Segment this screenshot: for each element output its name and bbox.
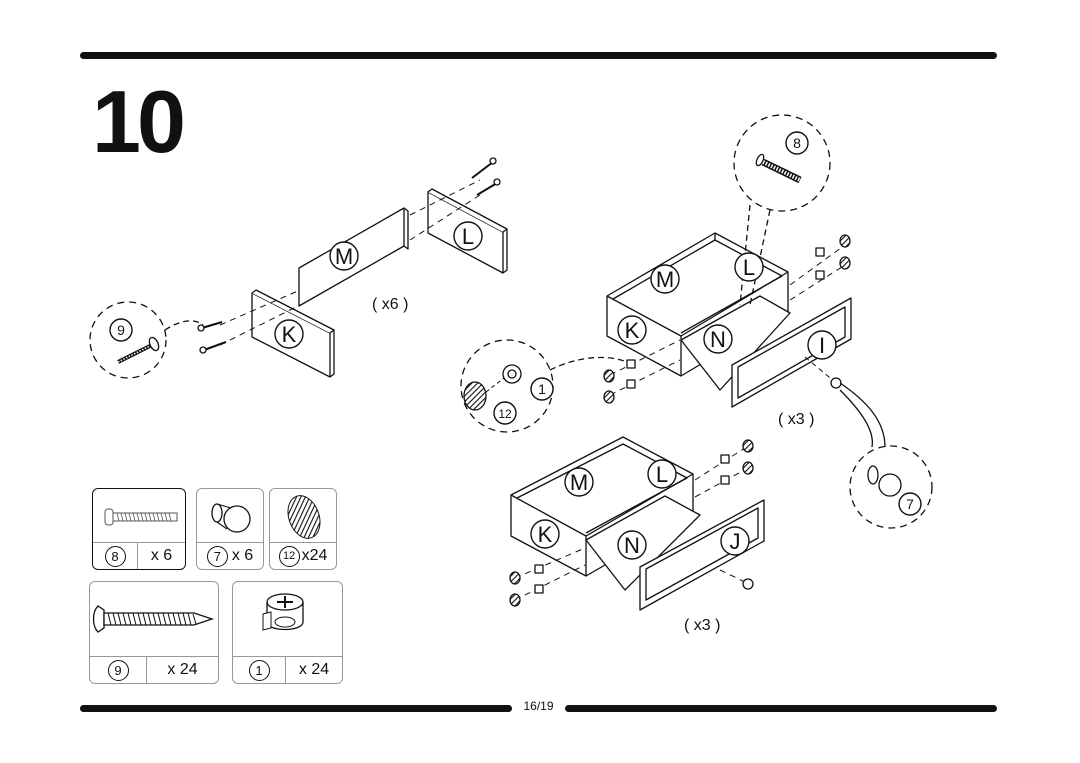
lower-k-label: K <box>538 522 553 547</box>
cam-lock-icon <box>262 593 304 631</box>
screw-9-callout <box>89 301 204 379</box>
panel-i-label: I <box>819 333 825 358</box>
upper-n-label: N <box>710 327 726 352</box>
lower-l-label: L <box>656 462 668 487</box>
wood-screw-icon <box>92 605 215 633</box>
lower-drawer-quantity: ( x3 ) <box>684 617 720 634</box>
lower-n-label: N <box>624 533 640 558</box>
panel-k-label: K <box>282 322 297 347</box>
part-7-box: 7 x 6 <box>196 488 264 570</box>
part-9-id: 9 <box>107 659 129 681</box>
callout-9-number: 9 <box>117 322 125 338</box>
part-8-box: 8 x 6 <box>92 488 186 570</box>
step-number: 10 <box>92 72 186 171</box>
part-1-qty: x 24 <box>286 656 342 683</box>
part-7-qty: x 6 <box>231 547 254 564</box>
part-8-id: 8 <box>104 545 126 567</box>
part-12-qty: x24 <box>301 547 328 564</box>
bottom-rule-left <box>80 705 512 712</box>
part-1-id: 1 <box>248 659 270 681</box>
side-panels-explode <box>197 157 508 378</box>
panel-l-label: L <box>462 224 474 249</box>
part-7-id: 7 <box>206 545 228 567</box>
lower-m-label: M <box>570 470 588 495</box>
callout-8-number: 8 <box>793 135 801 151</box>
upper-drawer-quantity: ( x3 ) <box>778 411 814 428</box>
knob-icon <box>211 503 251 533</box>
knob-7-callout <box>839 382 933 529</box>
part-8-qty: x 6 <box>138 542 185 569</box>
part-12-id: 12 <box>278 545 300 567</box>
page-number: 16/19 <box>523 699 554 713</box>
machine-screw-icon <box>104 508 178 526</box>
part-9-qty: x 24 <box>147 656 218 683</box>
part-12-box: 12 x24 <box>269 488 337 570</box>
panel-m-label: M <box>335 244 353 269</box>
part-1-box: 1 x 24 <box>232 581 343 684</box>
callout-1-number: 1 <box>538 381 546 397</box>
part-9-box: 9 x 24 <box>89 581 219 684</box>
sides-quantity: ( x6 ) <box>372 296 408 313</box>
top-rule <box>80 52 997 59</box>
bottom-rule-right <box>565 705 997 712</box>
screw-8-callout <box>733 114 831 306</box>
panel-j-label: J <box>730 529 741 554</box>
upper-k-label: K <box>625 318 640 343</box>
cover-cap-icon <box>287 495 321 539</box>
callout-7-number: 7 <box>906 496 914 512</box>
upper-m-label: M <box>656 267 674 292</box>
callout-12-number: 12 <box>498 407 512 421</box>
upper-l-label: L <box>743 255 755 280</box>
